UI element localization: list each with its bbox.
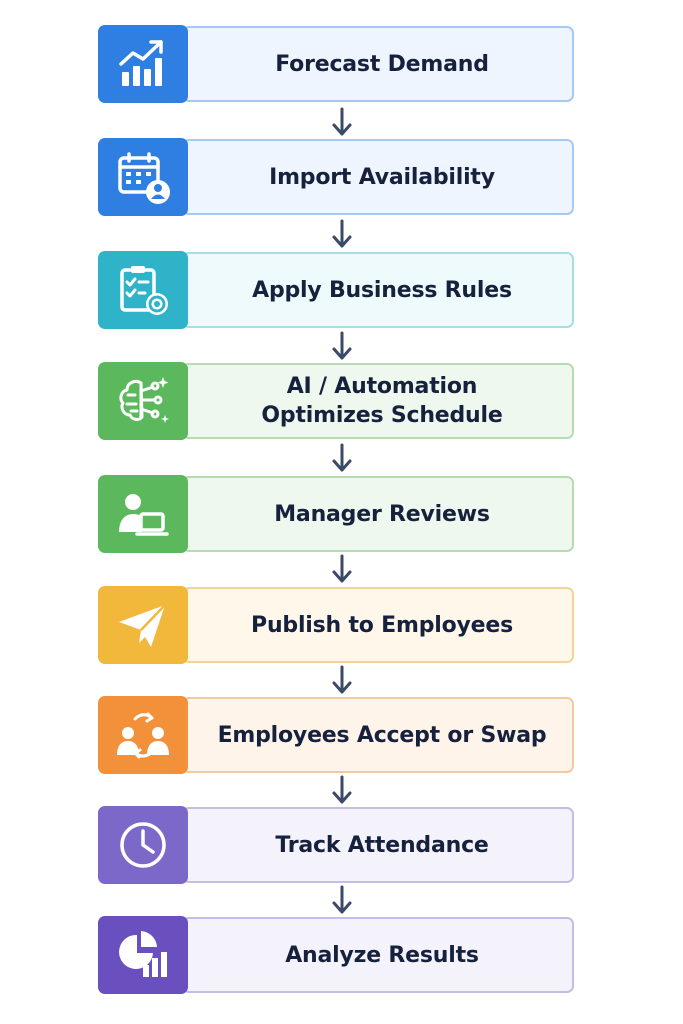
step-label-box: Forecast Demand xyxy=(182,26,574,102)
step-track-attendance: Track Attendance xyxy=(98,806,574,884)
step-icon-tile xyxy=(98,25,188,103)
step-label: Manager Reviews xyxy=(274,501,490,527)
step-analyze-results: Analyze Results xyxy=(98,916,574,994)
step-label: Employees Accept or Swap xyxy=(217,722,547,748)
flow-arrow xyxy=(332,775,352,804)
step-label: Track Attendance xyxy=(275,832,489,858)
checklist-gear-icon xyxy=(120,266,168,315)
step-label: Import Availability xyxy=(269,164,495,190)
step-icon-tile xyxy=(98,362,188,440)
flow-arrow xyxy=(332,885,352,914)
step-apply-business-rules: Apply Business Rules xyxy=(98,251,574,329)
flow-arrow xyxy=(332,331,352,360)
flow-arrow xyxy=(332,443,352,472)
step-icon-tile xyxy=(98,475,188,553)
calendar-user-icon xyxy=(118,152,170,204)
step-ai-automation-optimizes-schedule: AI / Automation Optimizes Schedule xyxy=(98,362,574,440)
step-icon-tile xyxy=(98,138,188,216)
step-label-box: AI / Automation Optimizes Schedule xyxy=(182,363,574,439)
step-icon-tile xyxy=(98,916,188,994)
step-icon-tile xyxy=(98,696,188,774)
pie-bar-chart-icon xyxy=(119,931,167,977)
manager-laptop-icon xyxy=(119,494,169,536)
flow-arrow xyxy=(332,554,352,583)
step-icon-tile xyxy=(98,586,188,664)
step-label: Analyze Results xyxy=(285,942,479,968)
flow-arrow xyxy=(332,107,352,136)
step-icon-tile xyxy=(98,806,188,884)
step-label-box: Employees Accept or Swap xyxy=(182,697,574,773)
step-label-box: Analyze Results xyxy=(182,917,574,993)
step-label-box: Manager Reviews xyxy=(182,476,574,552)
step-label-box: Track Attendance xyxy=(182,807,574,883)
step-label: AI / Automation Optimizes Schedule xyxy=(261,374,503,428)
step-label-box: Apply Business Rules xyxy=(182,252,574,328)
step-label-box: Publish to Employees xyxy=(182,587,574,663)
step-label-box: Import Availability xyxy=(182,139,574,215)
step-label: Forecast Demand xyxy=(275,51,489,77)
step-icon-tile xyxy=(98,251,188,329)
step-employees-accept-or-swap: Employees Accept or Swap xyxy=(98,696,574,774)
step-label: Apply Business Rules xyxy=(252,277,512,303)
ai-brain-icon xyxy=(119,377,169,423)
clock-icon xyxy=(120,822,166,868)
step-forecast-demand: Forecast Demand xyxy=(98,25,574,103)
paper-plane-icon xyxy=(119,603,167,647)
step-label: Publish to Employees xyxy=(251,612,513,638)
flow-arrow xyxy=(332,219,352,248)
chart-growth-icon xyxy=(119,40,163,86)
people-swap-icon xyxy=(117,712,169,759)
flow-arrow xyxy=(332,665,352,694)
step-publish-to-employees: Publish to Employees xyxy=(98,586,574,664)
step-import-availability: Import Availability xyxy=(98,138,574,216)
step-manager-reviews: Manager Reviews xyxy=(98,475,574,553)
